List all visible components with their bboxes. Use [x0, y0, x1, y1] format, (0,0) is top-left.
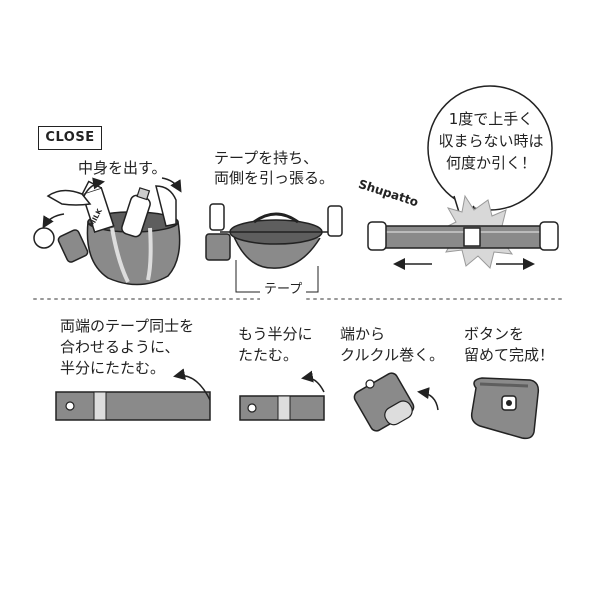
step2-label: テープを持ち、 両側を引っ張る。 — [214, 149, 335, 187]
bubble-text: 1度で上手く 収まらない時は 何度か引く！ — [438, 110, 544, 172]
step1-bag-illustration — [33, 177, 182, 286]
tape-label: テープ — [260, 280, 307, 300]
step5-fold-illustration — [239, 370, 325, 421]
bottle — [121, 187, 151, 238]
step7-label: ボタンを 留めて完成！ — [464, 325, 555, 364]
step2-tape-illustration — [205, 203, 343, 293]
step4-label: 両端のテープ同士を 合わせるように、 半分にたたむ。 — [60, 317, 195, 377]
step1-label: 中身を出す。 — [78, 159, 167, 177]
step6-roll-illustration — [353, 372, 439, 432]
close-badge: CLOSE — [38, 126, 102, 150]
step6-label: 端から クルクル巻く。 — [340, 325, 445, 364]
step7-finished-illustration — [470, 377, 540, 440]
step3-pull-illustration — [367, 85, 559, 270]
step4-fold-illustration — [55, 368, 211, 421]
step5-label: もう半分に たたむ。 — [238, 325, 313, 364]
